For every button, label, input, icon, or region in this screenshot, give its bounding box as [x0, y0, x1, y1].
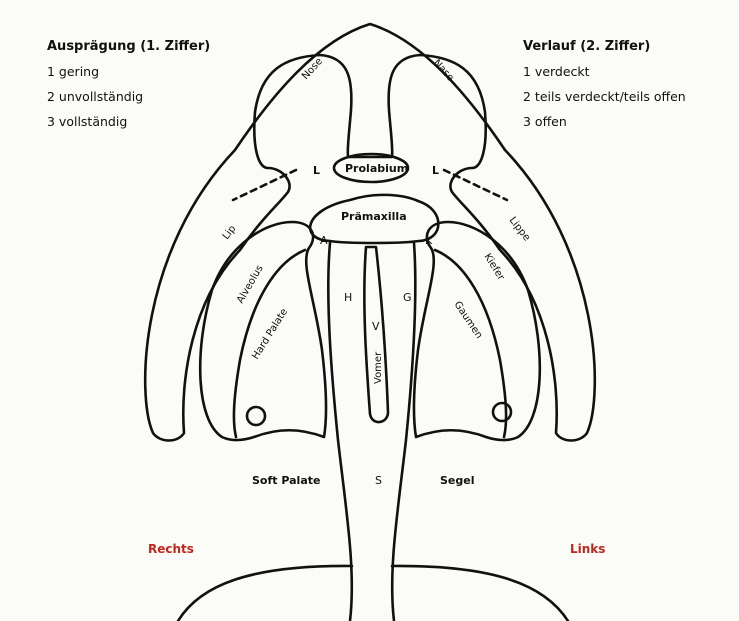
label-h: H — [344, 291, 352, 304]
label-vomer: Vomer — [373, 351, 384, 384]
label-l-right: L — [432, 164, 439, 177]
label-kiefer: Kiefer — [481, 252, 506, 283]
hard-palate-left — [200, 222, 326, 440]
label-g: G — [403, 291, 412, 304]
label-nose: Nose — [300, 56, 325, 82]
label-a: A — [320, 234, 328, 247]
label-k: K — [425, 234, 433, 247]
label-lippe: Lippe — [507, 215, 532, 243]
label-rechts: Rechts — [148, 542, 194, 556]
vomer-shape — [364, 247, 388, 422]
label-v: V — [372, 320, 380, 333]
label-gaumen: Gaumen — [452, 300, 485, 341]
label-soft-palate: Soft Palate — [252, 474, 320, 487]
pharynx-arc — [178, 566, 352, 621]
foramen-right — [493, 403, 511, 421]
label-s: S — [375, 474, 382, 487]
label-hard-palate: Hard Palate — [250, 307, 290, 362]
label-l-left: L — [313, 164, 320, 177]
label-alveolus: Alveolus — [235, 264, 266, 306]
foramen-left — [247, 407, 265, 425]
label-segel: Segel — [440, 474, 475, 487]
label-links: Links — [570, 542, 605, 556]
pharynx-arc-right — [392, 566, 568, 621]
label-prolabium: Prolabium — [345, 162, 408, 175]
label-praemaxilla: Prämaxilla — [341, 210, 407, 223]
label-lip: Lip — [221, 223, 239, 241]
